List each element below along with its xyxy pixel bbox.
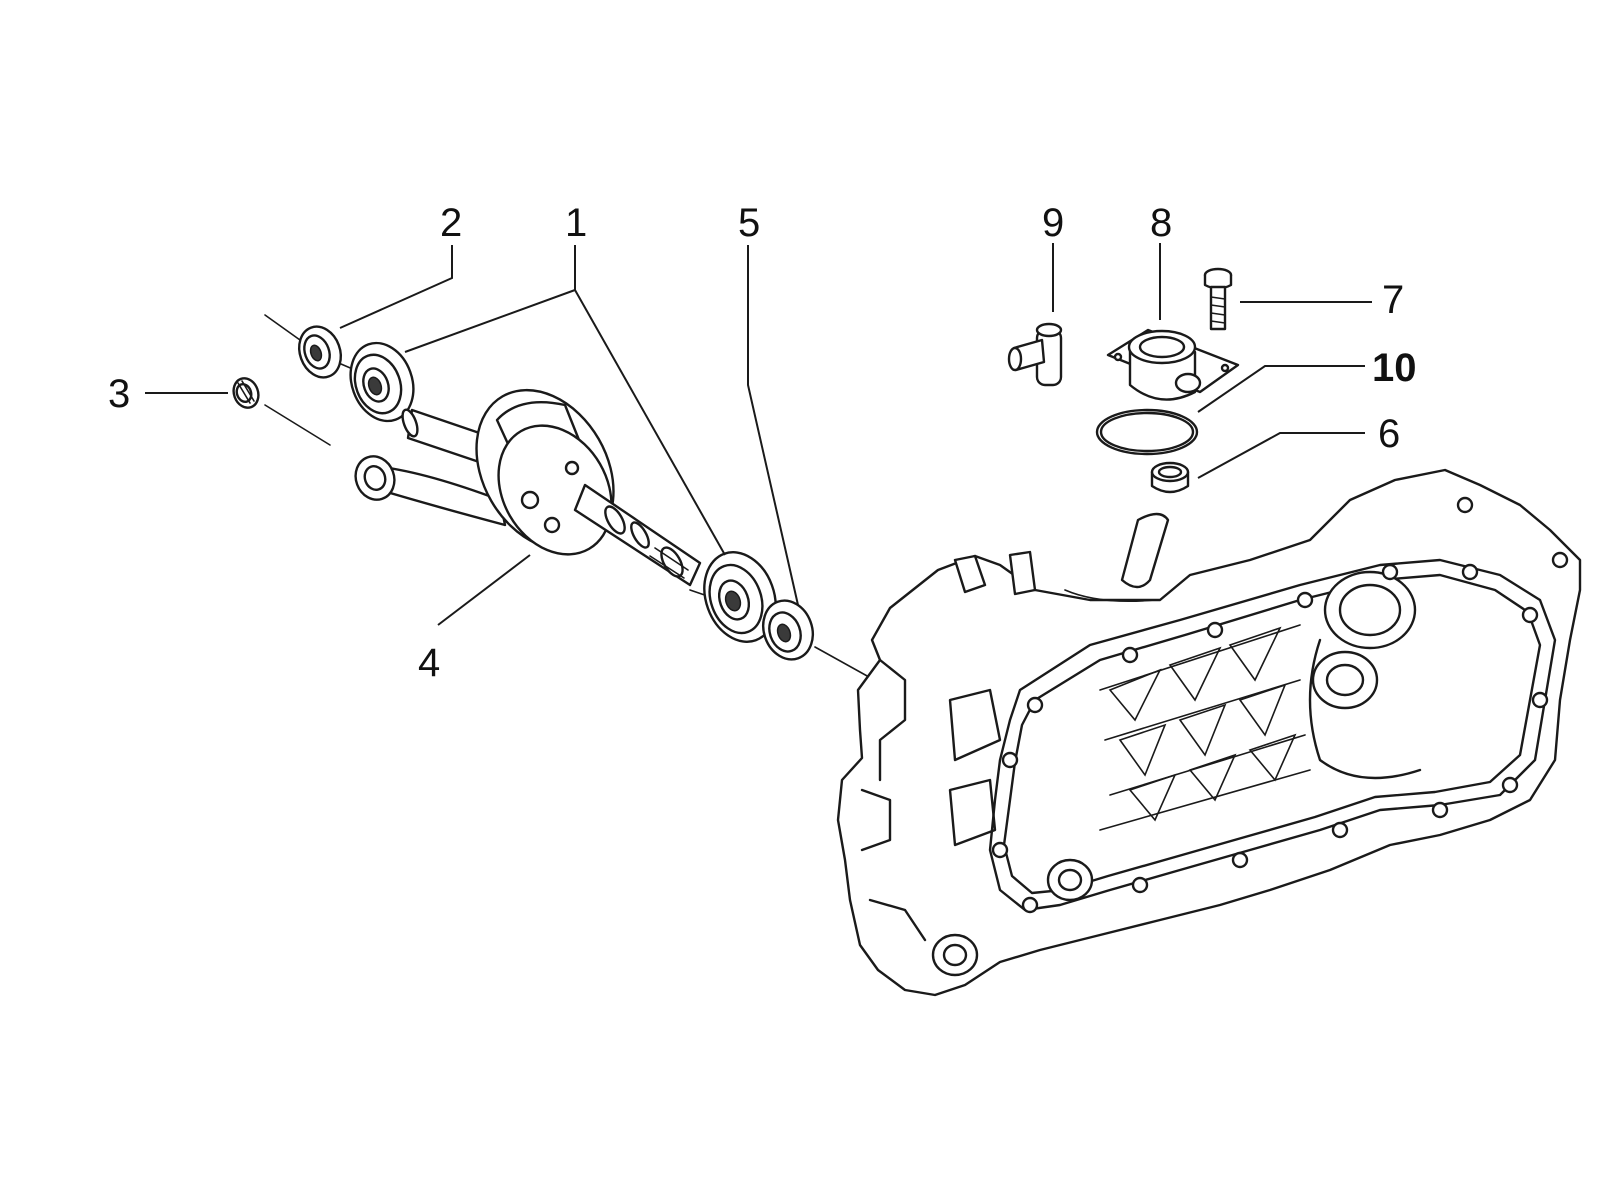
oil-seal-right xyxy=(762,599,814,661)
callout-3: 3 xyxy=(108,372,130,416)
callout-4: 4 xyxy=(418,641,440,685)
callout-8: 8 xyxy=(1150,201,1172,245)
callout-1: 1 xyxy=(565,201,587,245)
callout-2: 2 xyxy=(440,201,462,245)
pump-body xyxy=(1106,328,1240,401)
needle-bearing xyxy=(232,377,260,409)
callout-9: 9 xyxy=(1042,201,1064,245)
crankshaft xyxy=(354,388,702,587)
crankcase-half xyxy=(836,468,1582,997)
hose-segment xyxy=(1120,512,1170,589)
callout-labels: 2 1 5 3 4 9 8 7 10 6 xyxy=(108,201,1417,685)
screw xyxy=(1203,267,1233,331)
callout-5: 5 xyxy=(738,201,760,245)
callout-6: 6 xyxy=(1378,412,1400,456)
elbow-fitting xyxy=(1007,322,1063,387)
main-bearing-right xyxy=(703,551,777,643)
callout-10: 10 xyxy=(1372,346,1417,390)
callout-7: 7 xyxy=(1382,278,1404,322)
o-ring xyxy=(1095,408,1199,456)
main-bearing-left xyxy=(349,341,415,423)
bushing xyxy=(1150,461,1190,494)
callout-leaders xyxy=(145,243,1372,626)
oil-seal-left xyxy=(298,325,342,379)
